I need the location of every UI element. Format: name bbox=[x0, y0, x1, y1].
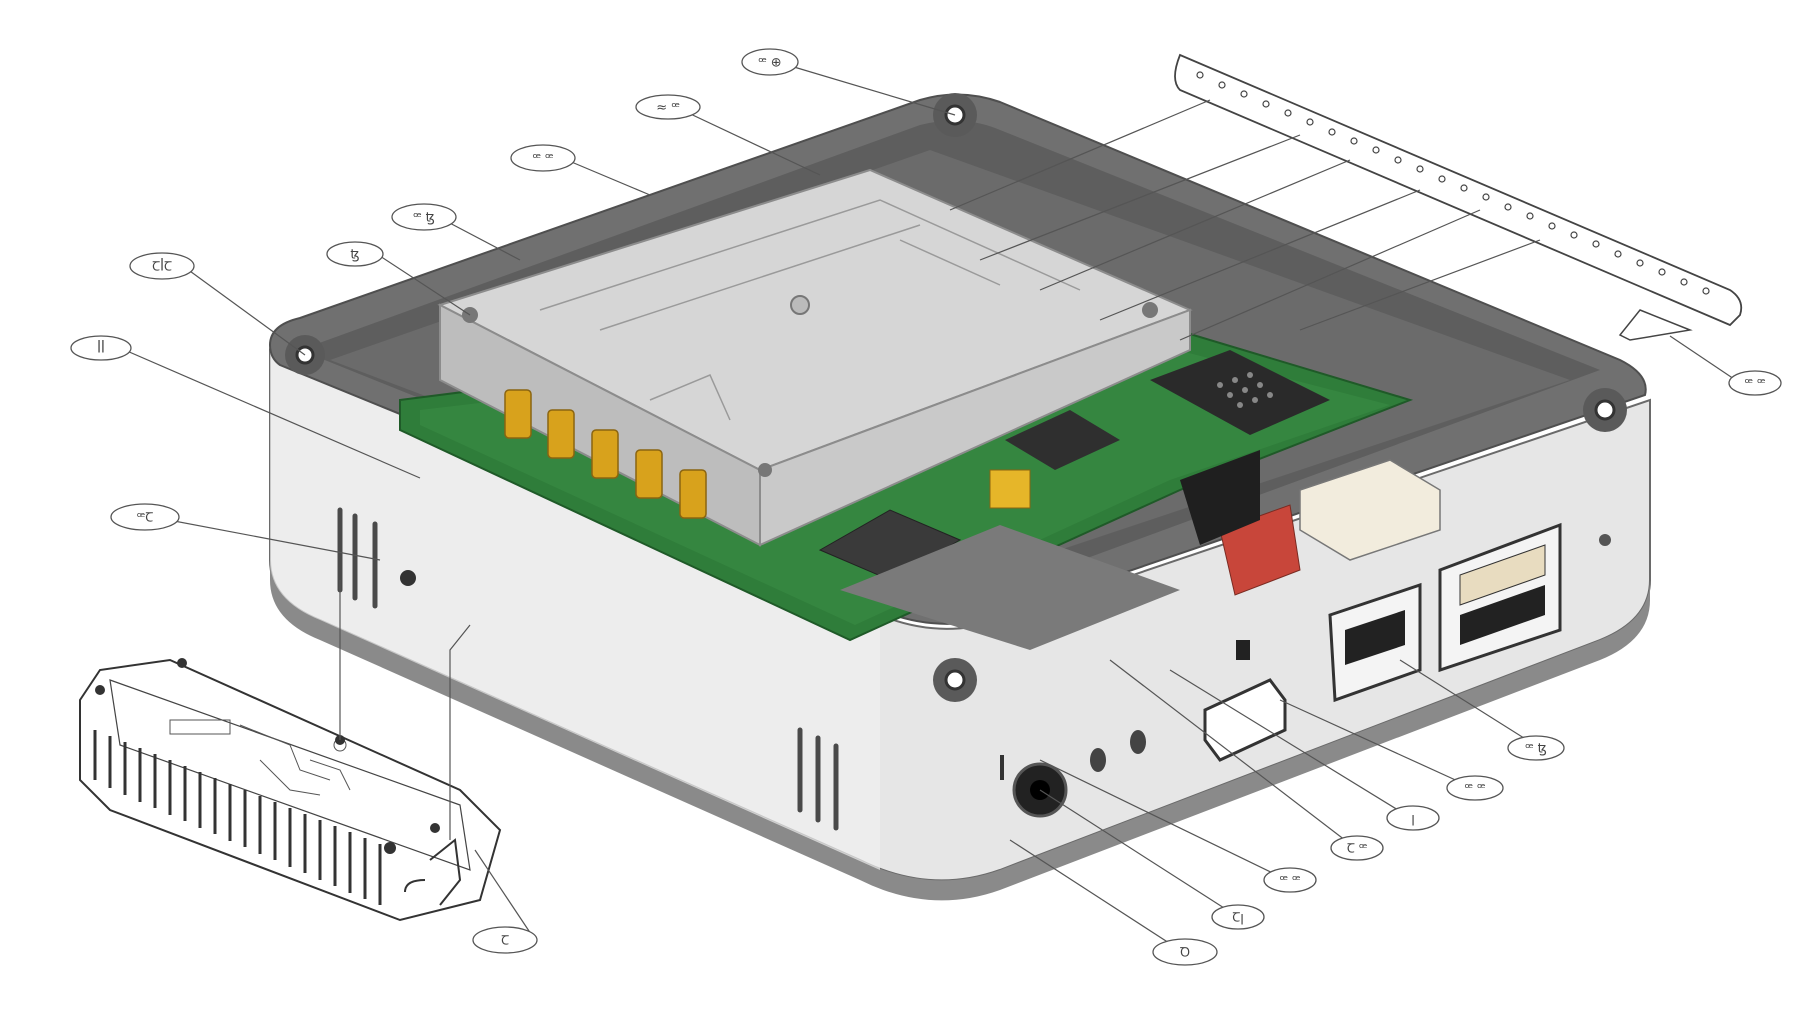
internal-connectors bbox=[840, 450, 1441, 650]
callout-c2: ≈ ꟹ bbox=[635, 94, 701, 120]
svg-text:ꟹ ꟹ: ꟹ ꟹ bbox=[1280, 874, 1301, 889]
rear-ports bbox=[1203, 522, 1611, 762]
callout-c8: ꟹꞆ bbox=[110, 503, 180, 531]
callout-c14: Ꞇ ꟹ bbox=[1330, 835, 1384, 861]
callouts: ꟹ ⊕ ≈ ꟹ ꟹ ꟹ ꟹ ꜩ ꜩ ꞆꟾꞆ ꟾꟾ ꟹꞆ bbox=[70, 48, 1782, 966]
usb-c-port bbox=[1203, 678, 1287, 762]
svg-text:ꟹꞆ: ꟹꞆ bbox=[137, 511, 154, 526]
gold-connectors bbox=[504, 389, 707, 519]
svg-text:Ꞇꞁ: Ꞇꞁ bbox=[1232, 911, 1244, 926]
leader-lines bbox=[119, 66, 1741, 953]
callout-c13: ꞁ bbox=[1386, 805, 1440, 831]
callout-c15: ꟹ ꟹ bbox=[1263, 867, 1317, 893]
svg-text:ꟹ ꜩ: ꟹ ꜩ bbox=[1525, 742, 1547, 757]
callout-c4: ꟹ ꜩ bbox=[391, 203, 457, 231]
callout-c11: ꟹ ꜩ bbox=[1507, 735, 1565, 761]
svg-text:ꟹ ꟹ: ꟹ ꟹ bbox=[1465, 782, 1486, 797]
callout-c1: ꟹ ⊕ bbox=[741, 48, 799, 76]
svg-text:ꞁ: ꞁ bbox=[1411, 812, 1415, 827]
mini-pc-case bbox=[268, 93, 1651, 901]
side-vents bbox=[337, 507, 839, 831]
chips bbox=[818, 350, 1330, 581]
svg-text:≈ ꟹ: ≈ ꟹ bbox=[656, 101, 679, 116]
svg-text:Ꞇ: Ꞇ bbox=[501, 934, 509, 949]
callout-c17: Ꝺ bbox=[1152, 938, 1218, 966]
svg-text:ꟾꟾ: ꟾꟾ bbox=[97, 341, 105, 357]
callout-c3: ꟹ ꟹ bbox=[510, 144, 576, 172]
callout-c10: ꟹ ꟹ bbox=[1728, 370, 1782, 396]
svg-text:Ꞇ ꟹ: Ꞇ ꟹ bbox=[1347, 842, 1368, 857]
detached-module bbox=[79, 658, 502, 922]
svg-text:ꞆꟾꞆ: ꞆꟾꞆ bbox=[152, 259, 172, 275]
heatsink-screw bbox=[790, 295, 810, 315]
svg-text:ꟹ ꟹ: ꟹ ꟹ bbox=[1745, 377, 1766, 392]
svg-text:ꜩ: ꜩ bbox=[350, 248, 359, 263]
module-circuit-sketch bbox=[169, 719, 351, 796]
callout-c6: ꞆꟾꞆ bbox=[129, 252, 195, 280]
module-fins bbox=[93, 730, 382, 905]
svg-text:Ꝺ: Ꝺ bbox=[1180, 946, 1190, 961]
svg-text:ꟹ ꜩ: ꟹ ꜩ bbox=[413, 211, 435, 226]
callout-c9: Ꞇ bbox=[472, 926, 538, 954]
svg-text:ꟹ ꟹ: ꟹ ꟹ bbox=[533, 152, 554, 167]
svg-text:ꟹ ⊕: ꟹ ⊕ bbox=[758, 56, 781, 71]
mounting-rail bbox=[949, 53, 1743, 341]
callout-c7: ꟾꟾ bbox=[70, 335, 132, 361]
callout-c16: Ꞇꞁ bbox=[1211, 904, 1265, 930]
callout-c12: ꟹ ꟹ bbox=[1446, 775, 1504, 801]
callout-c5: ꜩ bbox=[326, 241, 384, 267]
